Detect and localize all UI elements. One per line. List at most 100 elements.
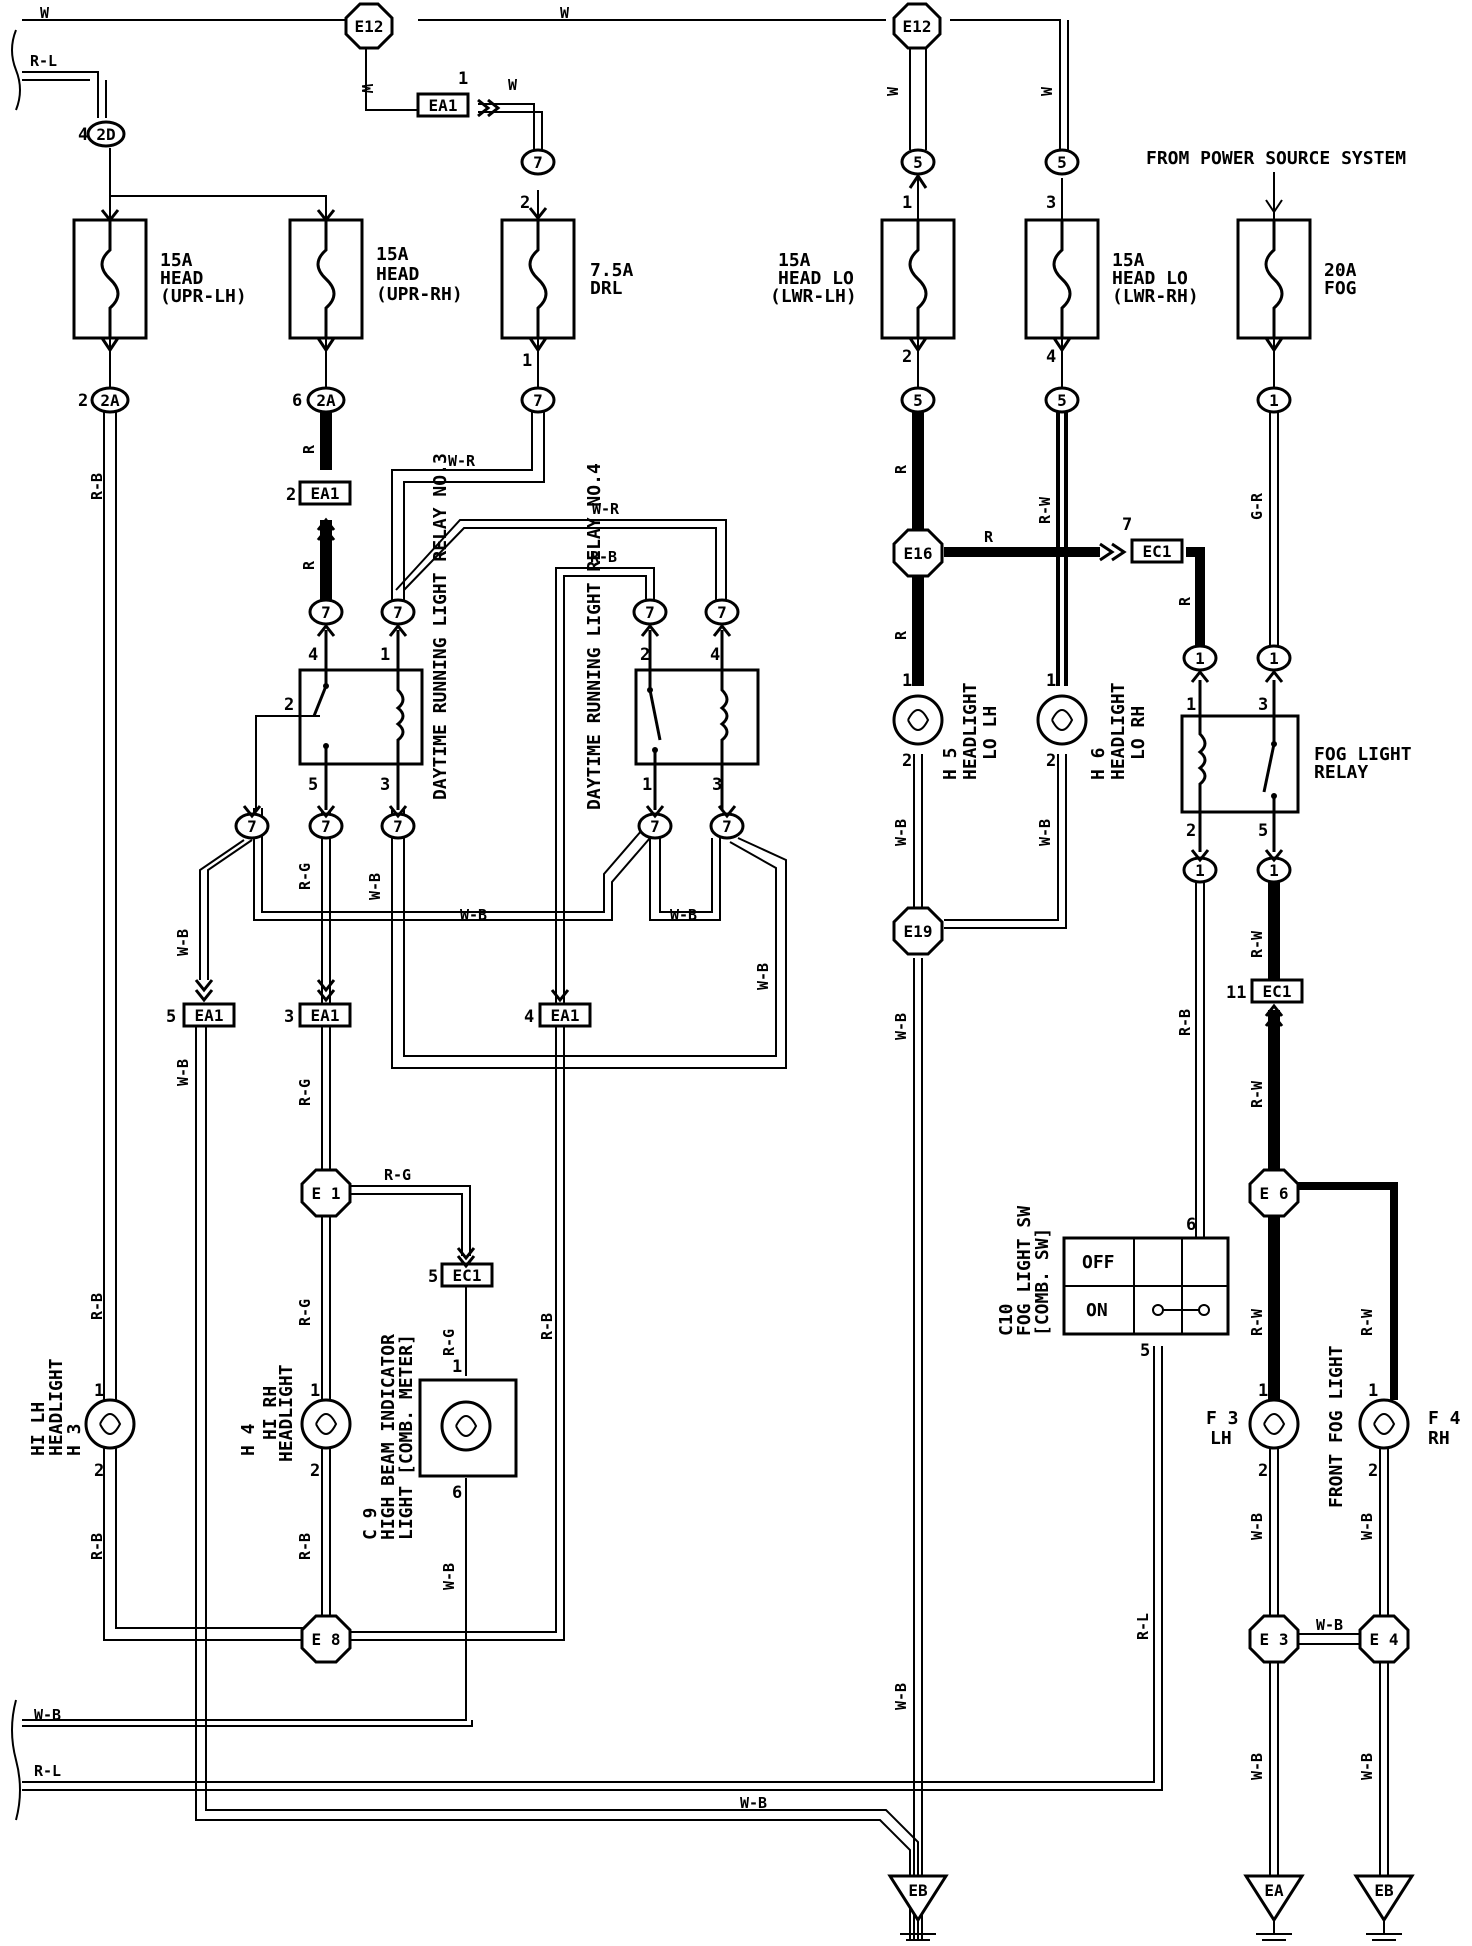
fuse-name: HEAD LO xyxy=(1112,268,1188,289)
svg-text:R-G: R-G xyxy=(440,1329,458,1356)
svg-text:E19: E19 xyxy=(904,922,933,941)
arrows xyxy=(100,98,1284,1269)
svg-text:W-B: W-B xyxy=(670,906,697,924)
svg-text:5: 5 xyxy=(913,391,923,410)
svg-text:R-W: R-W xyxy=(1358,1308,1376,1336)
svg-text:W-B: W-B xyxy=(366,873,384,900)
svg-text:E 4: E 4 xyxy=(1370,1630,1399,1649)
svg-text:5: 5 xyxy=(308,775,318,795)
svg-text:2: 2 xyxy=(640,645,650,665)
svg-text:R-L: R-L xyxy=(34,1762,61,1780)
svg-text:5: 5 xyxy=(428,1267,438,1287)
svg-text:7: 7 xyxy=(722,817,732,836)
connector-ec1-11: EC1 xyxy=(1250,978,1304,1004)
svg-text:EC1: EC1 xyxy=(1263,982,1292,1001)
relay-label-line2: RELAY xyxy=(1314,762,1368,783)
svg-text:HEADLIGHT: HEADLIGHT xyxy=(276,1364,297,1462)
fuse-sub: (LWR-RH) xyxy=(1112,286,1199,307)
svg-text:2: 2 xyxy=(1046,751,1056,771)
svg-text:W-B: W-B xyxy=(1358,1753,1376,1780)
fuses: 15A HEAD (UPR-LH) 15A HEAD (UPR-RH) 7.5A… xyxy=(72,218,1357,340)
svg-text:EA: EA xyxy=(1264,1881,1284,1900)
svg-text:W: W xyxy=(1038,86,1056,96)
svg-text:RH: RH xyxy=(1428,1428,1450,1449)
svg-text:R: R xyxy=(892,630,910,640)
switch-c10-fog-light: OFF ON C10 FOG LIGHT SW [COMB. SW] xyxy=(996,1206,1230,1336)
svg-text:W: W xyxy=(358,84,376,94)
svg-text:W-B: W-B xyxy=(892,1013,910,1040)
svg-text:4: 4 xyxy=(78,125,88,145)
connector-7-r3-3: 7 xyxy=(380,812,416,840)
svg-text:W-B: W-B xyxy=(1358,1513,1376,1540)
svg-text:C10: C10 xyxy=(996,1303,1017,1336)
svg-text:FOG LIGHT SW: FOG LIGHT SW xyxy=(1014,1206,1035,1336)
svg-text:W-B: W-B xyxy=(740,1794,767,1812)
lamp-f3-fog-lh: F 3 LH xyxy=(1206,1398,1300,1450)
svg-text:2A: 2A xyxy=(316,391,336,410)
connector-7-r4-4: 7 xyxy=(704,598,740,626)
svg-text:2: 2 xyxy=(284,695,294,715)
svg-text:EA1: EA1 xyxy=(311,1006,340,1025)
svg-text:2: 2 xyxy=(1368,1461,1378,1481)
svg-text:R-G: R-G xyxy=(296,1299,314,1326)
svg-text:EA1: EA1 xyxy=(551,1006,580,1025)
svg-text:R-L: R-L xyxy=(30,52,57,70)
pin-numbers: 4 1 2 1 3 2 4 2 6 1 2 7 4 1 2 5 3 2 4 1 … xyxy=(78,69,1378,1503)
svg-text:3: 3 xyxy=(380,775,390,795)
svg-text:LH: LH xyxy=(1210,1428,1232,1449)
relay-drl-no4: DAYTIME RUNNING LIGHT RELAY NO.4 xyxy=(584,463,760,810)
svg-text:R-W: R-W xyxy=(1248,1080,1266,1108)
grounds: EB EA EB xyxy=(887,1874,1415,1941)
svg-text:R-G: R-G xyxy=(296,1079,314,1106)
wire-rl-top xyxy=(22,71,99,118)
svg-text:R-W: R-W xyxy=(1036,496,1054,524)
svg-text:2: 2 xyxy=(1258,1461,1268,1481)
connector-5-lh-bottom: 5 xyxy=(900,386,936,414)
fuse-head-upr-lh: 15A HEAD (UPR-LH) xyxy=(72,218,247,340)
connector-ea1-3: EA1 xyxy=(298,1002,352,1028)
svg-text:R: R xyxy=(1176,596,1194,606)
svg-text:1: 1 xyxy=(522,351,532,371)
svg-text:W-B: W-B xyxy=(1248,1753,1266,1780)
svg-text:3: 3 xyxy=(712,775,722,795)
svg-text:H 3: H 3 xyxy=(64,1423,85,1456)
junction-e19: E19 xyxy=(892,906,944,956)
junction-e8: E 8 xyxy=(300,1614,352,1664)
connector-1-fog-relay-3: 1 xyxy=(1256,644,1292,672)
svg-text:E16: E16 xyxy=(904,544,933,563)
svg-text:E 1: E 1 xyxy=(312,1184,341,1203)
lamps: H 3 HEADLIGHT HI LH HEADLIGHT HI RH H 4 … xyxy=(28,682,1461,1540)
junction-e16: E16 xyxy=(892,528,944,578)
connector-2a-right: 2A xyxy=(306,386,346,414)
lamp-h6-headlight-lo-rh: H 6 HEADLIGHT LO RH xyxy=(1036,682,1149,780)
svg-text:7: 7 xyxy=(533,153,543,172)
svg-text:H 5: H 5 xyxy=(940,747,961,780)
fuse-amp: 15A xyxy=(1112,250,1145,271)
svg-text:2: 2 xyxy=(902,347,912,367)
fuse-name: DRL xyxy=(590,278,623,299)
svg-text:5: 5 xyxy=(1057,391,1067,410)
junction-e1: E 1 xyxy=(300,1168,352,1218)
svg-text:7: 7 xyxy=(645,603,655,622)
connector-ec1-7: EC1 xyxy=(1130,538,1184,564)
svg-text:7: 7 xyxy=(393,817,403,836)
fuse-amp: 15A xyxy=(376,244,409,265)
svg-text:3: 3 xyxy=(284,1007,294,1027)
fuse-drl: 7.5A DRL xyxy=(500,218,634,340)
connector-2d: 2D xyxy=(86,120,126,148)
lamp-c9-high-beam-indicator: C 9 HIGH BEAM INDICATOR LIGHT [COMB. MET… xyxy=(360,1334,518,1540)
svg-text:R-W: R-W xyxy=(1248,1308,1266,1336)
connector-7-drl-bottom: 7 xyxy=(520,386,556,414)
ground-ea: EA xyxy=(1243,1874,1305,1941)
relay-label: DAYTIME RUNNING LIGHT RELAY NO.3 xyxy=(430,453,451,800)
svg-text:LO RH: LO RH xyxy=(1128,706,1149,760)
svg-text:R-B: R-B xyxy=(88,473,106,500)
connector-ec1-5: EC1 xyxy=(440,1262,494,1288)
svg-text:HI LH: HI LH xyxy=(28,1402,49,1456)
svg-text:5: 5 xyxy=(1258,821,1268,841)
svg-text:6: 6 xyxy=(1186,1215,1196,1235)
fuse-amp: 20A xyxy=(1324,260,1357,281)
ground-eb-right: EB xyxy=(1353,1874,1415,1941)
svg-text:1: 1 xyxy=(1269,391,1279,410)
connector-7-r4-2: 7 xyxy=(632,598,668,626)
